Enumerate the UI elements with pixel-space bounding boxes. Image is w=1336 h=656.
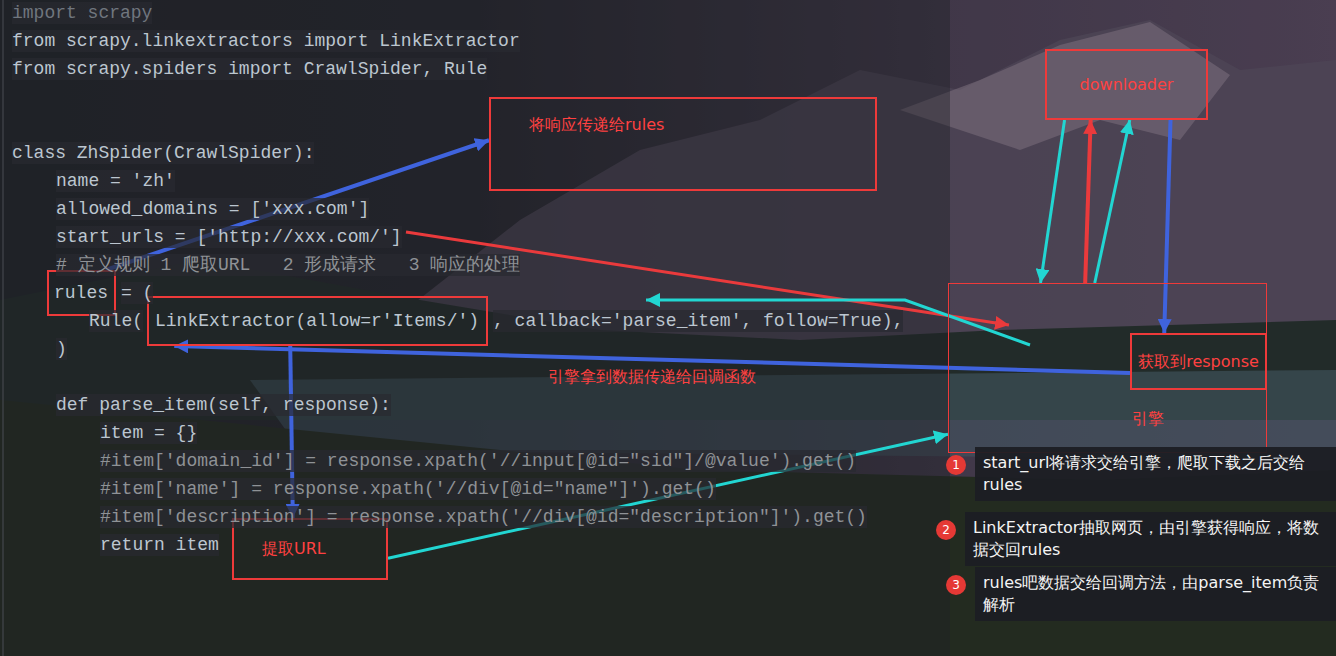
flow-arrow [1041,120,1065,283]
flow-arrow [1085,120,1090,283]
box-label: 获取到response [1138,352,1259,372]
engine-region: 引擎 获取到response [948,283,1267,453]
gutter-line [3,0,4,656]
component-box: 获取到response [1130,333,1267,390]
code-line: item = {} [100,422,197,444]
code-line: allowed_domains = ['xxx.com'] [56,198,369,220]
note-panel: 3rules吧数据交给回调方法，由parse_item负责解析 [975,567,1336,621]
editor-area [0,0,950,656]
note-box: 将响应传递给rules [489,97,877,191]
note-panel: 1start_url将请求交给引擎，爬取下载之后交给rules [975,447,1336,501]
code-line: class ZhSpider(CrawlSpider): [12,142,314,164]
box-label: downloader [1080,75,1174,95]
callout-number: 2 [936,520,956,540]
note-text: start_url将请求交给引擎，爬取下载之后交给rules [983,452,1328,496]
note-panel: 2LinkExtractor抽取网页，由引擎获得响应，将数据交回rules [965,512,1336,566]
code-token: rules [54,282,108,304]
code-line: import scrapy [12,2,152,24]
code-line: return item [100,534,219,556]
code-line: def parse_item(self, response): [56,394,391,416]
code-line: ) [56,338,67,360]
code-line: from scrapy.linkextractors import LinkEx… [12,30,520,52]
code-token: LinkExtractor(allow=r'Items/') [155,310,479,332]
code-line: = ( [121,282,153,304]
code-line: , callback='parse_item', follow=True), [493,310,903,332]
code-line: #item['description'] = response.xpath('/… [100,506,867,528]
code-line: #item['domain_id'] = response.xpath('//i… [100,450,856,472]
code-line: Rule( [89,310,143,332]
edge-label: 引擎拿到数据传递给回调函数 [548,367,756,387]
box-label: 提取URL [262,539,326,559]
flow-arrow [1164,120,1170,333]
note-text: rules吧数据交给回调方法，由parse_item负责解析 [983,572,1328,616]
component-box: downloader [1045,49,1208,120]
code-line: from scrapy.spiders import CrawlSpider, … [12,58,487,80]
code-line: start_urls = ['http://xxx.com/'] [56,226,402,248]
code-highlight-box: LinkExtractor(allow=r'Items/') [147,296,488,346]
box-label: 将响应传递给rules [529,115,664,135]
code-line: # 定义规则 1 爬取URL 2 形成请求 3 响应的处理 [56,254,520,276]
callout-number: 1 [946,455,966,475]
code-line: #item['name'] = response.xpath('//div[@i… [100,478,716,500]
note-text: LinkExtractor抽取网页，由引擎获得响应，将数据交回rules [973,517,1328,561]
code-line: name = 'zh' [56,170,175,192]
flow-arrow [1095,120,1130,283]
region-label: 引擎 [1132,409,1164,429]
callout-number: 3 [946,575,966,595]
